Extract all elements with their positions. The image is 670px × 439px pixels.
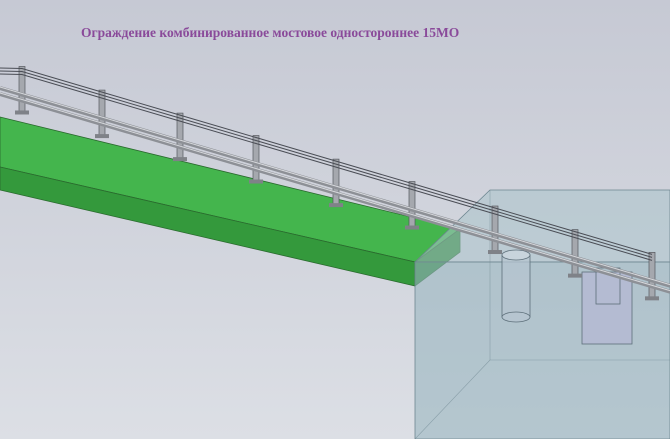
post-base-plate [405, 225, 419, 230]
barrier-posts [15, 66, 659, 301]
guard-rail-beam [0, 86, 670, 288]
guard-rail-highlight [0, 92, 670, 292]
post-base-plate [173, 157, 187, 162]
guard-rails [0, 67, 670, 294]
post-base-plate [95, 134, 109, 139]
cable-rope [0, 70, 653, 258]
post-base-plate [568, 273, 582, 278]
guard-rail-beam [0, 92, 670, 294]
post-base-plate [15, 110, 29, 115]
cable-rope [0, 73, 653, 261]
post-base-plate [645, 296, 659, 301]
barrier-post [18, 66, 26, 113]
anchor-frame [581, 267, 633, 345]
anchor-cylinder [501, 249, 531, 323]
post-base-plate [249, 179, 263, 184]
drawing-title: Ограждение комбинированное мостовое одно… [81, 25, 460, 40]
post-base-plate [488, 250, 502, 255]
post-base-plate [329, 203, 343, 208]
guard-rail-highlight [0, 86, 670, 286]
cable-rope [0, 67, 653, 255]
